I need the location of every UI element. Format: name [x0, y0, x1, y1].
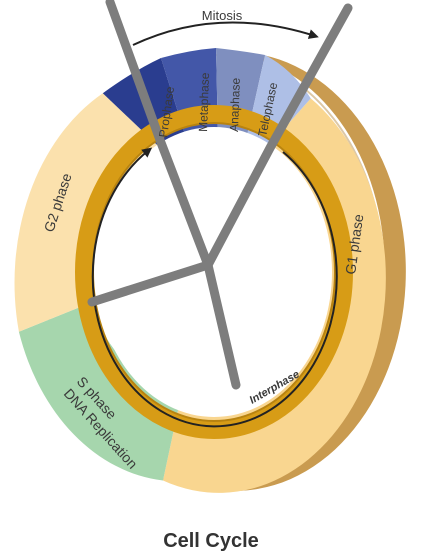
metaphase-label: Metaphase [196, 72, 212, 132]
mitosis-label: Mitosis [202, 8, 243, 23]
interphase-band [75, 105, 353, 439]
anaphase-label: Anaphase [227, 77, 243, 132]
spindle-lines [87, 0, 353, 390]
diagram-caption: Cell Cycle [163, 530, 259, 552]
mitosis-arrow [132, 21, 319, 46]
s-phase-segment [18, 302, 182, 481]
interphase-arrow [91, 147, 338, 428]
